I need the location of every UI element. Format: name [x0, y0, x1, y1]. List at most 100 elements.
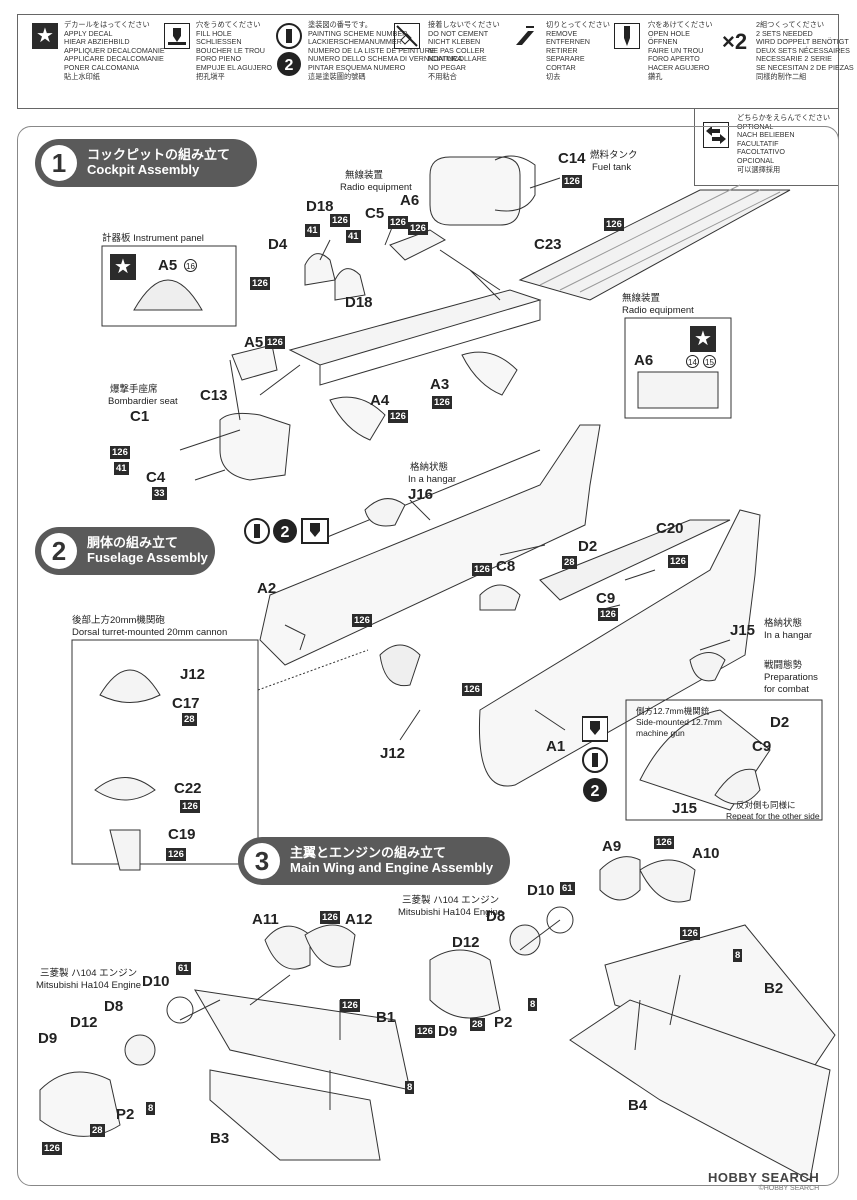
star-decal-icon: ★ [690, 326, 716, 352]
side-gun-en-2: machine gun [636, 728, 685, 738]
part-label: C4 [146, 469, 166, 486]
paint-code: 126 [462, 683, 482, 696]
engine2-en: Mitsubishi Ha104 Engine [398, 907, 504, 918]
scheme-icons-stack: 2 [581, 716, 609, 811]
part-label: D10 [142, 973, 170, 990]
paint-code: 8 [733, 949, 743, 962]
step-3-header: 3 主翼とエンジンの組み立て Main Wing and Engine Asse… [238, 837, 510, 885]
paint-code: 126 [388, 216, 408, 229]
dorsal-jp: 後部上方20mm機関砲 [72, 615, 165, 626]
part-label: B3 [210, 1130, 230, 1147]
part-label: A12 [345, 911, 373, 928]
part-label: P2 [494, 1014, 513, 1031]
paint-code: 126 [604, 218, 624, 231]
part-label: C5 [365, 205, 385, 222]
part-label: C9 [596, 590, 616, 607]
part-label: D2 [770, 714, 790, 731]
part-label: C17 [172, 695, 200, 712]
no-cement-icon [394, 23, 420, 49]
star-decal-icon: ★ [32, 23, 58, 49]
paint-code: 126 [415, 1025, 435, 1038]
star-decal-icon: ★ [110, 254, 136, 280]
part-label: J12 [180, 666, 206, 683]
optional-arrows-icon [703, 122, 729, 148]
step-title-en: Cockpit Assembly [87, 162, 200, 177]
part-label: A2 [257, 580, 277, 597]
part-label: B4 [628, 1097, 648, 1114]
fuel-tank-en: Fuel tank [592, 162, 632, 173]
paint-code: 41 [346, 230, 361, 243]
dorsal-en: Dorsal turret-mounted 20mm cannon [72, 627, 228, 638]
part-label: C20 [656, 520, 684, 537]
decal-number: 15 [703, 355, 716, 368]
part-label: D8 [486, 908, 506, 925]
part-label: J15 [672, 800, 698, 817]
part-label: J16 [408, 486, 434, 503]
combat-jp: 戦闘態勢 [764, 660, 803, 671]
part-label: C13 [200, 387, 228, 404]
combat-en-1: Preparations [764, 672, 818, 683]
open-hole-drill-icon [614, 23, 640, 49]
paint-code: 126 [180, 800, 200, 813]
part-label: D18 [306, 198, 334, 215]
radio-jp: 無線装置 [345, 170, 384, 181]
part-label: A4 [370, 392, 390, 409]
step-title-en: Main Wing and Engine Assembly [290, 860, 494, 875]
paint-code: 126 [680, 927, 700, 940]
paint-code: 41 [305, 224, 320, 237]
step-title-jp: 主翼とエンジンの組み立て [290, 845, 447, 860]
repeat-en: Repeat for the other side [726, 811, 820, 821]
svg-text:2: 2 [285, 57, 294, 74]
fill-hole-icon [164, 23, 190, 49]
fuel-tank-jp: 燃料タンク [590, 150, 638, 161]
paint-code: 41 [114, 462, 129, 475]
part-label: D10 [527, 882, 555, 899]
part-label: A6 [634, 352, 654, 369]
part-label: D8 [104, 998, 124, 1015]
radio2-en: Radio equipment [622, 305, 694, 316]
paint-code: 126 [668, 555, 688, 568]
step-number: 3 [244, 843, 280, 879]
paint-code: 28 [562, 556, 577, 569]
bombardier-jp: 爆撃手座席 [110, 384, 158, 395]
remove-cutter-icon [512, 23, 538, 49]
watermark: HOBBY SEARCH ©HOBBY SEARCH [708, 1170, 820, 1192]
part-label: D9 [38, 1030, 58, 1047]
step-1-header: 1 コックピットの組み立て Cockpit Assembly [35, 139, 257, 187]
radio2-jp: 無線装置 [622, 293, 661, 304]
side-gun-en-1: Side-mounted 12.7mm [636, 717, 722, 727]
part-label: C19 [168, 826, 196, 843]
step-title-jp: コックピットの組み立て [87, 147, 231, 162]
part-label: C22 [174, 780, 202, 797]
part-label: A10 [692, 845, 720, 862]
bombardier-en: Bombardier seat [108, 396, 178, 407]
part-label: A5 [158, 257, 178, 274]
step-2-header: 2 胴体の組み立て Fuselage Assembly [35, 527, 215, 575]
paint-code: 126 [352, 614, 372, 627]
part-label: C8 [496, 558, 516, 575]
engine2-jp: 三菱製 ハ104 エンジン [402, 895, 500, 906]
part-label: D2 [578, 538, 598, 555]
part-label: C9 [752, 738, 772, 755]
paint-code: 28 [470, 1018, 485, 1031]
paint-code: 126 [562, 175, 582, 188]
repeat-jp: 反対側も同様に [736, 800, 796, 810]
scheme-number-icon: 2 [276, 23, 302, 84]
part-label: A9 [602, 838, 622, 855]
paint-code: 126 [166, 848, 186, 861]
step-number: 1 [41, 145, 77, 181]
paint-code: 126 [42, 1142, 62, 1155]
radio-en: Radio equipment [340, 182, 412, 193]
part-label: A1 [546, 738, 566, 755]
instruction-frame [17, 126, 839, 1186]
part-label: A5 [244, 334, 264, 351]
svg-text:2: 2 [281, 524, 290, 541]
paint-code: 126 [408, 222, 428, 235]
